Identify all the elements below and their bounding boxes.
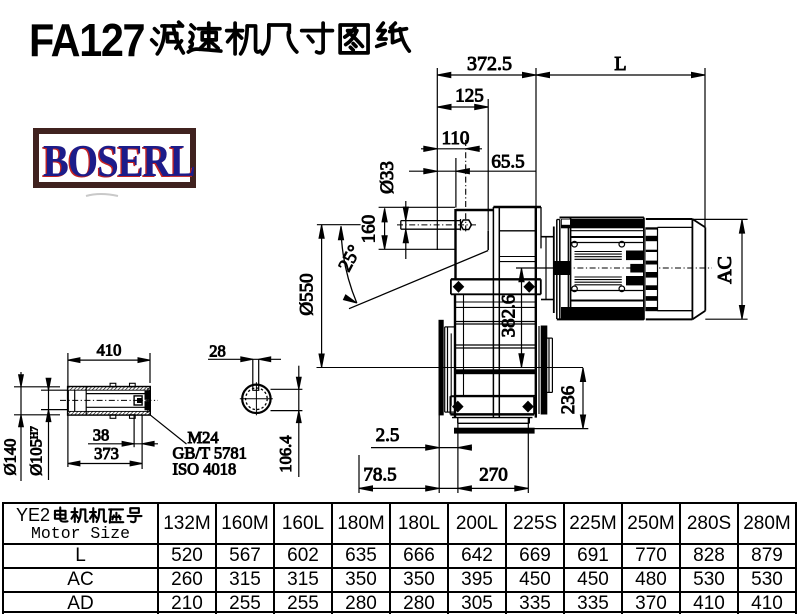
svg-text:Ø550: Ø550 — [297, 273, 318, 315]
svg-text:270: 270 — [479, 465, 508, 486]
svg-text:28: 28 — [209, 342, 226, 361]
svg-text:GB/T 5781: GB/T 5781 — [173, 444, 247, 463]
svg-text:372.5: 372.5 — [467, 53, 512, 75]
svg-text:AC: AC — [714, 256, 736, 284]
svg-text:106.4: 106.4 — [276, 435, 295, 472]
svg-text:Ø140: Ø140 — [1, 439, 20, 476]
svg-text:M24: M24 — [188, 428, 219, 447]
svg-text:65.5: 65.5 — [491, 152, 524, 173]
svg-text:Ø33: Ø33 — [377, 161, 398, 194]
svg-text:125: 125 — [455, 86, 484, 107]
svg-text:373: 373 — [94, 444, 119, 463]
svg-text:38: 38 — [93, 426, 110, 445]
svg-text:ISO 4018: ISO 4018 — [173, 460, 237, 479]
svg-text:L: L — [614, 53, 626, 75]
svg-text:160: 160 — [359, 215, 380, 244]
svg-text:110: 110 — [442, 128, 470, 149]
svg-text:2.5: 2.5 — [376, 425, 400, 446]
svg-text:25°: 25° — [335, 242, 366, 275]
svg-text:410: 410 — [97, 341, 122, 360]
svg-text:382.6: 382.6 — [499, 295, 520, 338]
svg-text:78.5: 78.5 — [363, 465, 396, 486]
svg-text:Ø105H7: Ø105H7 — [27, 426, 46, 476]
svg-text:236: 236 — [558, 386, 579, 415]
